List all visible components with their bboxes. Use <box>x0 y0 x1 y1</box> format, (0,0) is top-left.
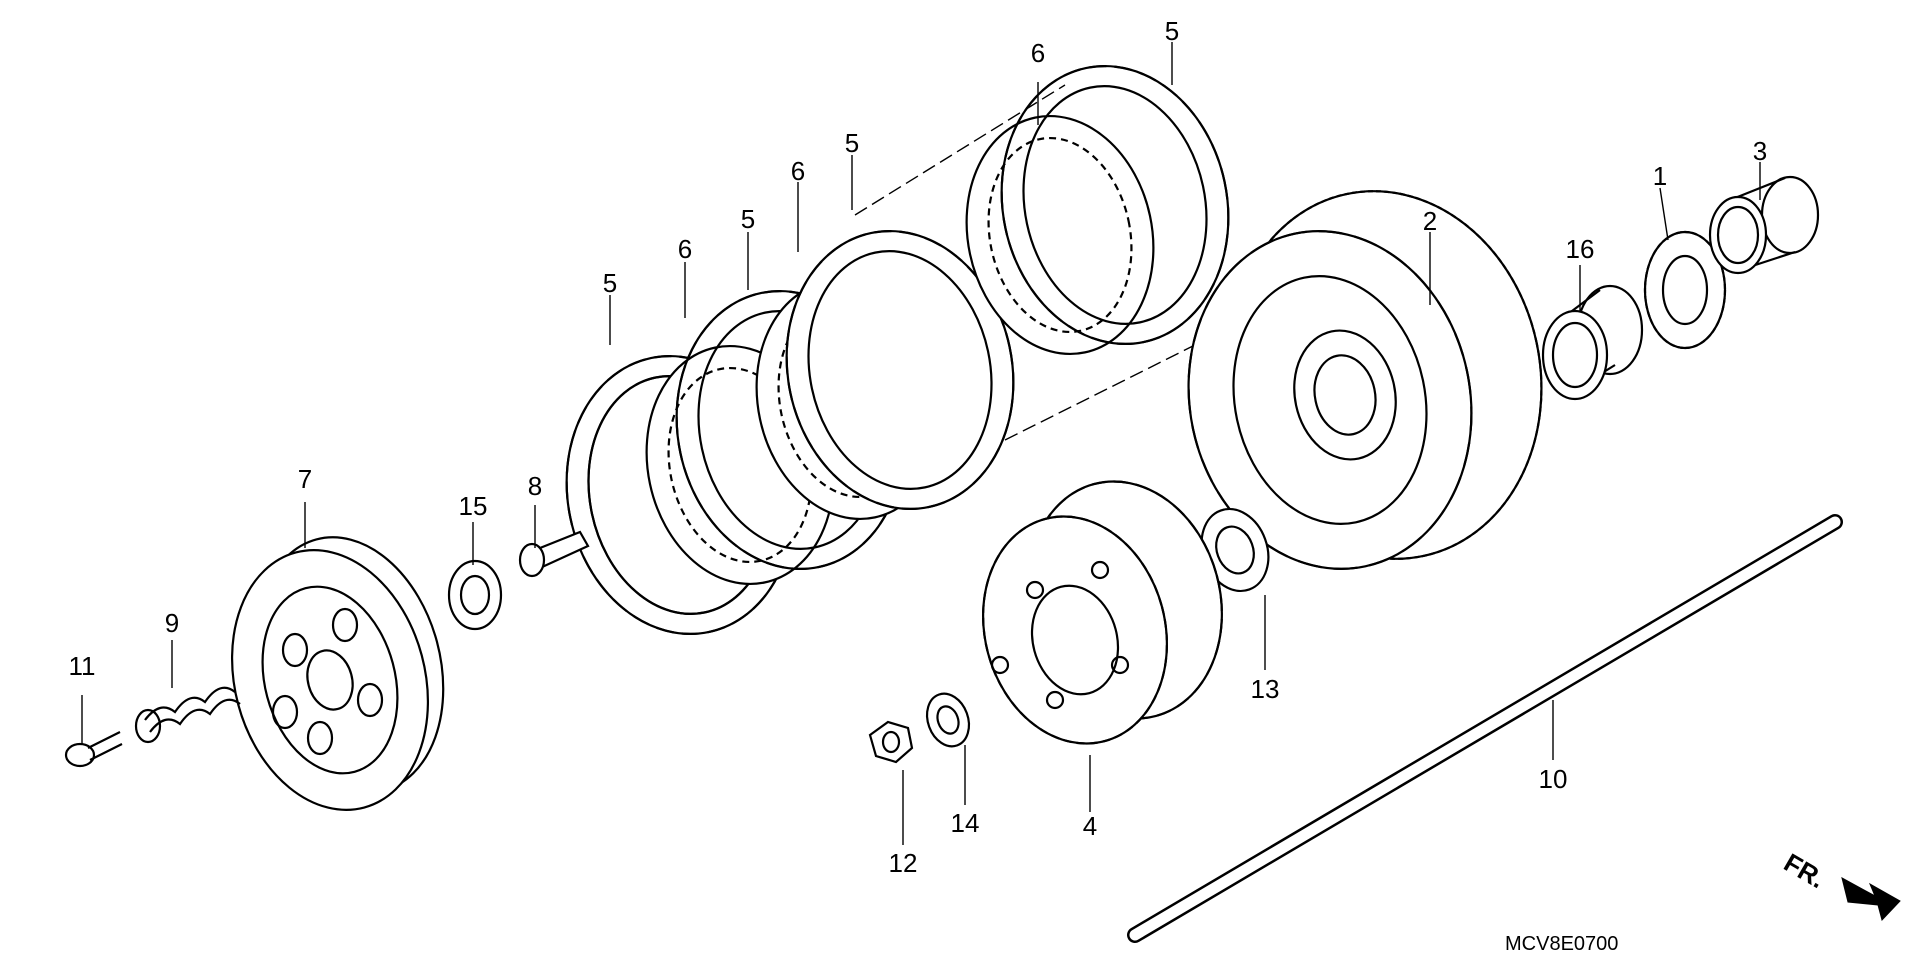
friction-disc-5d <box>1000 64 1230 346</box>
arrow-right-icon <box>1841 877 1901 921</box>
diagram-code: MCV8E0700 <box>1505 933 1618 955</box>
callout-14: 14 <box>951 808 980 838</box>
clutch-plate-6c <box>965 114 1155 356</box>
pressure-plate <box>230 536 445 811</box>
callouts: 1 2 3 4 5 5 5 5 5 6 6 6 7 8 9 10 11 12 1… <box>69 16 1768 878</box>
callout-4: 4 <box>1083 811 1097 841</box>
callout-2: 2 <box>1423 206 1437 236</box>
callout-15: 15 <box>459 491 488 521</box>
callout-6b: 6 <box>791 156 805 186</box>
callout-12: 12 <box>889 848 918 878</box>
clutch-lifter-rod <box>1127 514 1843 943</box>
callout-13: 13 <box>1251 674 1280 704</box>
guide-collar <box>1708 175 1820 275</box>
callout-5a: 5 <box>603 268 617 298</box>
callout-5d: 5 <box>1165 16 1179 46</box>
callout-9: 9 <box>165 608 179 638</box>
callout-6c: 6 <box>1031 38 1045 68</box>
lock-washer-14 <box>925 692 971 748</box>
callout-5b: 5 <box>741 204 755 234</box>
clutch-center <box>982 480 1223 745</box>
callout-10: 10 <box>1539 764 1568 794</box>
clutch-spring-9 <box>134 686 241 744</box>
ball-bearing-15 <box>447 559 503 631</box>
callout-16: 16 <box>1566 234 1595 264</box>
needle-bearing <box>1541 284 1644 401</box>
callout-6a: 6 <box>678 234 692 264</box>
callout-7: 7 <box>298 464 312 494</box>
callout-3: 3 <box>1753 136 1767 166</box>
flange-bolt-11 <box>64 731 123 768</box>
front-label: FR. <box>1779 847 1830 894</box>
primary-drive-gear <box>1643 230 1727 350</box>
callout-5c: 5 <box>845 128 859 158</box>
callout-1: 1 <box>1653 161 1667 191</box>
lock-nut-12 <box>868 720 914 764</box>
plate-stack-guides <box>854 84 1206 441</box>
friction-disc-5c <box>785 229 1015 511</box>
callout-11: 11 <box>69 651 96 681</box>
clutch-outer <box>1187 190 1543 570</box>
front-direction-marker: FR. <box>1779 847 1901 921</box>
callout-8: 8 <box>528 471 542 501</box>
lifter-piece-8 <box>518 530 590 578</box>
leader-lines <box>81 42 1761 845</box>
